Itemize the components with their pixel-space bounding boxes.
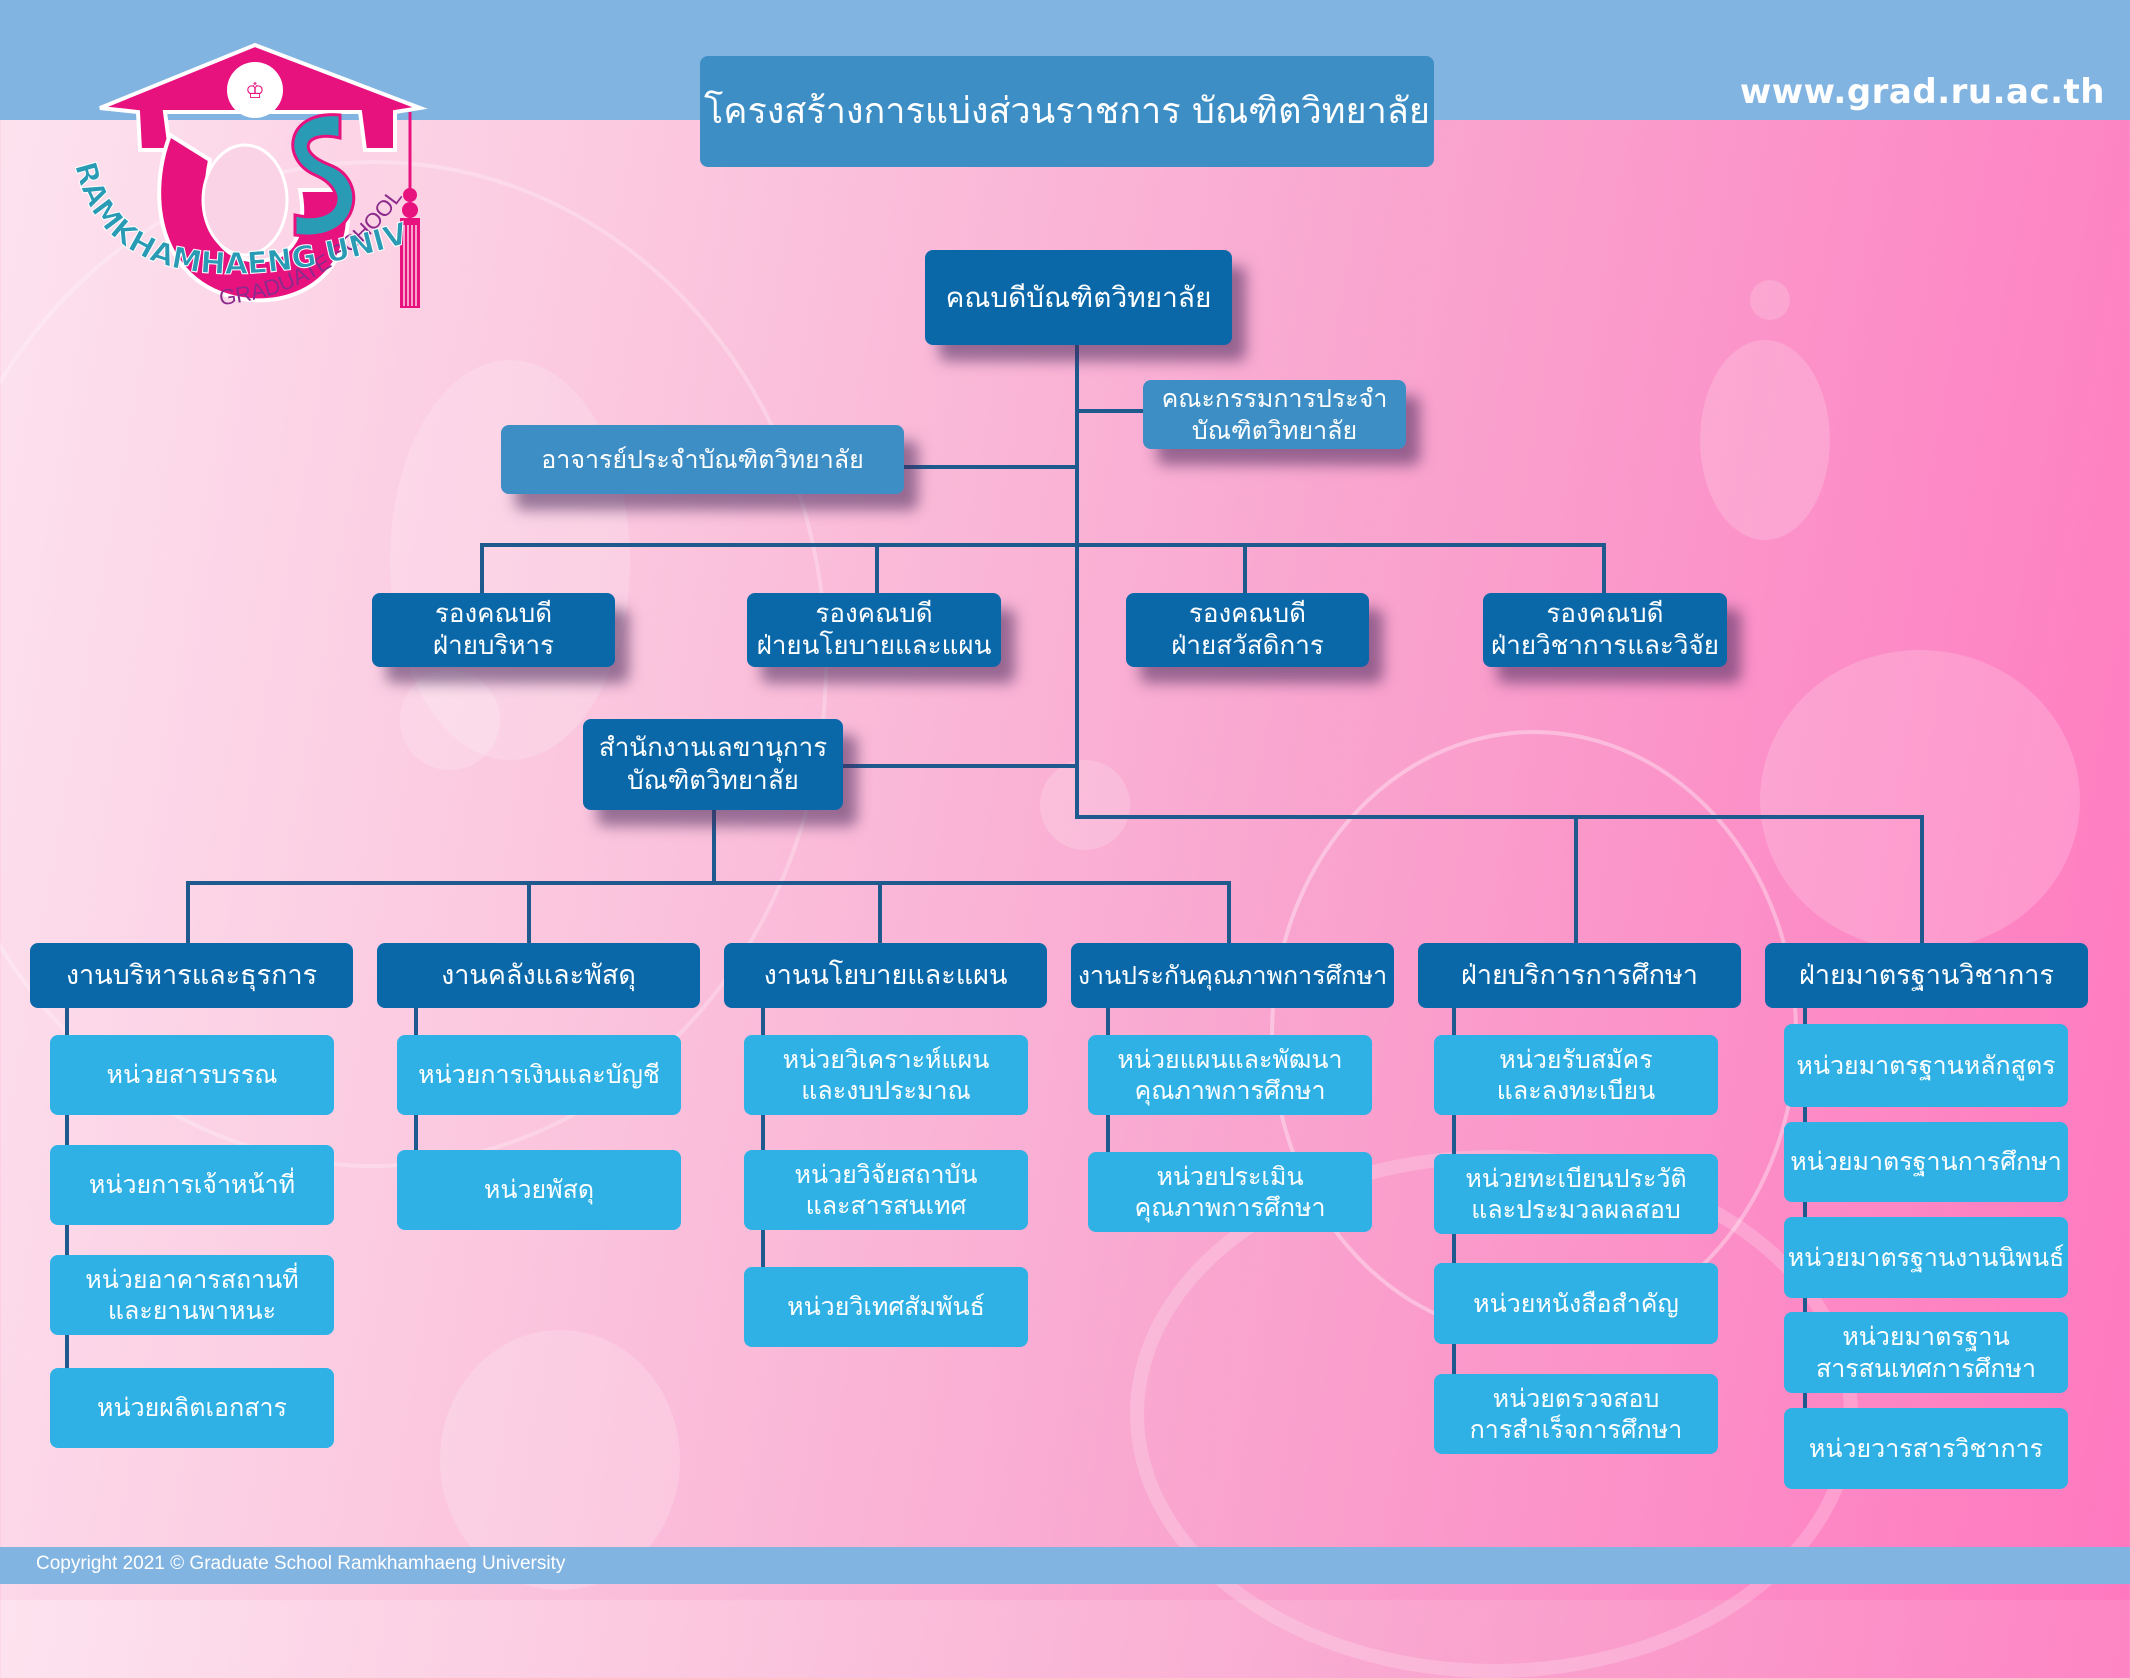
footer-bar: Copyright 2021 © Graduate School Ramkham… xyxy=(0,1547,2130,1584)
unit-box: หน่วยมาตรฐาน สารสนเทศการศึกษา xyxy=(1784,1312,2068,1393)
website-link[interactable]: www.grad.ru.ac.th xyxy=(1739,72,2105,112)
unit-box: หน่วยพัสดุ xyxy=(397,1150,681,1230)
connector-line xyxy=(904,465,1077,469)
connector-line xyxy=(186,881,1231,885)
connector-line xyxy=(1075,815,1924,819)
vice-dean-academic-research: รองคณบดี ฝ่ายวิชาการและวิจัย xyxy=(1483,593,1727,667)
faculty-box: อาจารย์ประจำบัณฑิตวิทยาลัย xyxy=(501,425,904,494)
connector-line xyxy=(1920,815,1924,945)
connector-line xyxy=(1803,1008,1807,1410)
department-academic-standards: ฝ่ายมาตรฐานวิชาการ xyxy=(1765,943,2088,1008)
unit-box: หน่วยตรวจสอบ การสำเร็จการศึกษา xyxy=(1434,1374,1718,1454)
unit-box: หน่วยวิจัยสถาบัน และสารสนเทศ xyxy=(744,1150,1028,1230)
unit-box: หน่วยผลิตเอกสาร xyxy=(50,1368,334,1448)
connector-line xyxy=(1602,543,1606,595)
vice-dean-policy-planning: รองคณบดี ฝ่ายนโยบายและแผน xyxy=(747,593,1001,667)
unit-box: หน่วยหนังสือสำคัญ xyxy=(1434,1263,1718,1344)
connector-line xyxy=(480,543,484,595)
connector-line xyxy=(480,543,1606,547)
connector-line xyxy=(1075,345,1079,819)
connector-line xyxy=(1243,543,1247,595)
unit-box: หน่วยมาตรฐานหลักสูตร xyxy=(1784,1024,2068,1107)
bg-bubble xyxy=(1700,340,1830,540)
bg-bubble xyxy=(440,1330,680,1590)
unit-box: หน่วยการเจ้าหน้าที่ xyxy=(50,1145,334,1225)
svg-text:♔: ♔ xyxy=(245,79,265,104)
connector-line xyxy=(186,881,190,945)
connector-line xyxy=(761,1008,765,1270)
unit-box: หน่วยประเมิน คุณภาพการศึกษา xyxy=(1088,1152,1372,1232)
dean-box: คณบดีบัณฑิตวิทยาลัย xyxy=(925,250,1232,345)
connector-line xyxy=(1075,409,1145,413)
connector-line xyxy=(843,764,1077,768)
unit-box: หน่วยมาตรฐานการศึกษา xyxy=(1784,1122,2068,1202)
unit-box: หน่วยการเงินและบัญชี xyxy=(397,1035,681,1115)
unit-box: หน่วยวิเคราะห์แผน และงบประมาณ xyxy=(744,1035,1028,1115)
department-quality-assurance: งานประกันคุณภาพการศึกษา xyxy=(1071,943,1394,1008)
page-title: โครงสร้างการแบ่งส่วนราชการ บัณฑิตวิทยาลั… xyxy=(700,56,1434,167)
unit-box: หน่วยวารสารวิชาการ xyxy=(1784,1408,2068,1489)
unit-box: หน่วยมาตรฐานงานนิพนธ์ xyxy=(1784,1217,2068,1298)
connector-line xyxy=(878,881,882,945)
vice-dean-administration: รองคณบดี ฝ่ายบริหาร xyxy=(372,593,615,667)
copyright-text: Copyright 2021 © Graduate School Ramkham… xyxy=(36,1553,566,1574)
department-admin-general: งานบริหารและธุรการ xyxy=(30,943,353,1008)
unit-box: หน่วยวิเทศสัมพันธ์ xyxy=(744,1267,1028,1347)
connector-line xyxy=(1574,815,1578,945)
unit-box: หน่วยแผนและพัฒนา คุณภาพการศึกษา xyxy=(1088,1035,1372,1115)
bg-bubble xyxy=(1040,760,1130,850)
connector-line xyxy=(527,881,531,945)
connector-line xyxy=(712,810,716,884)
unit-box: หน่วยรับสมัคร และลงทะเบียน xyxy=(1434,1035,1718,1115)
vice-dean-welfare: รองคณบดี ฝ่ายสวัสดิการ xyxy=(1126,593,1369,667)
secretariat-box: สำนักงานเลขานุการ บัณฑิตวิทยาลัย xyxy=(583,719,843,810)
department-finance-supplies: งานคลังและพัสดุ xyxy=(377,943,700,1008)
department-education-services: ฝ่ายบริการการศึกษา xyxy=(1418,943,1741,1008)
connector-line xyxy=(875,543,879,595)
graduate-school-logo: ♔ GRADUATE SCHOOL RAMKHAMHAENG UNIVERSIT… xyxy=(70,40,428,310)
connector-line xyxy=(1227,881,1231,945)
unit-box: หน่วยอาคารสถานที่ และยานพาหนะ xyxy=(50,1255,334,1335)
bg-bubble xyxy=(1750,280,1790,320)
unit-box: หน่วยสารบรรณ xyxy=(50,1035,334,1115)
department-policy-planning: งานนโยบายและแผน xyxy=(724,943,1047,1008)
unit-box: หน่วยทะเบียนประวัติ และประมวลผลสอบ xyxy=(1434,1154,1718,1234)
committee-box: คณะกรรมการประจำบัณฑิตวิทยาลัย xyxy=(1143,380,1406,449)
